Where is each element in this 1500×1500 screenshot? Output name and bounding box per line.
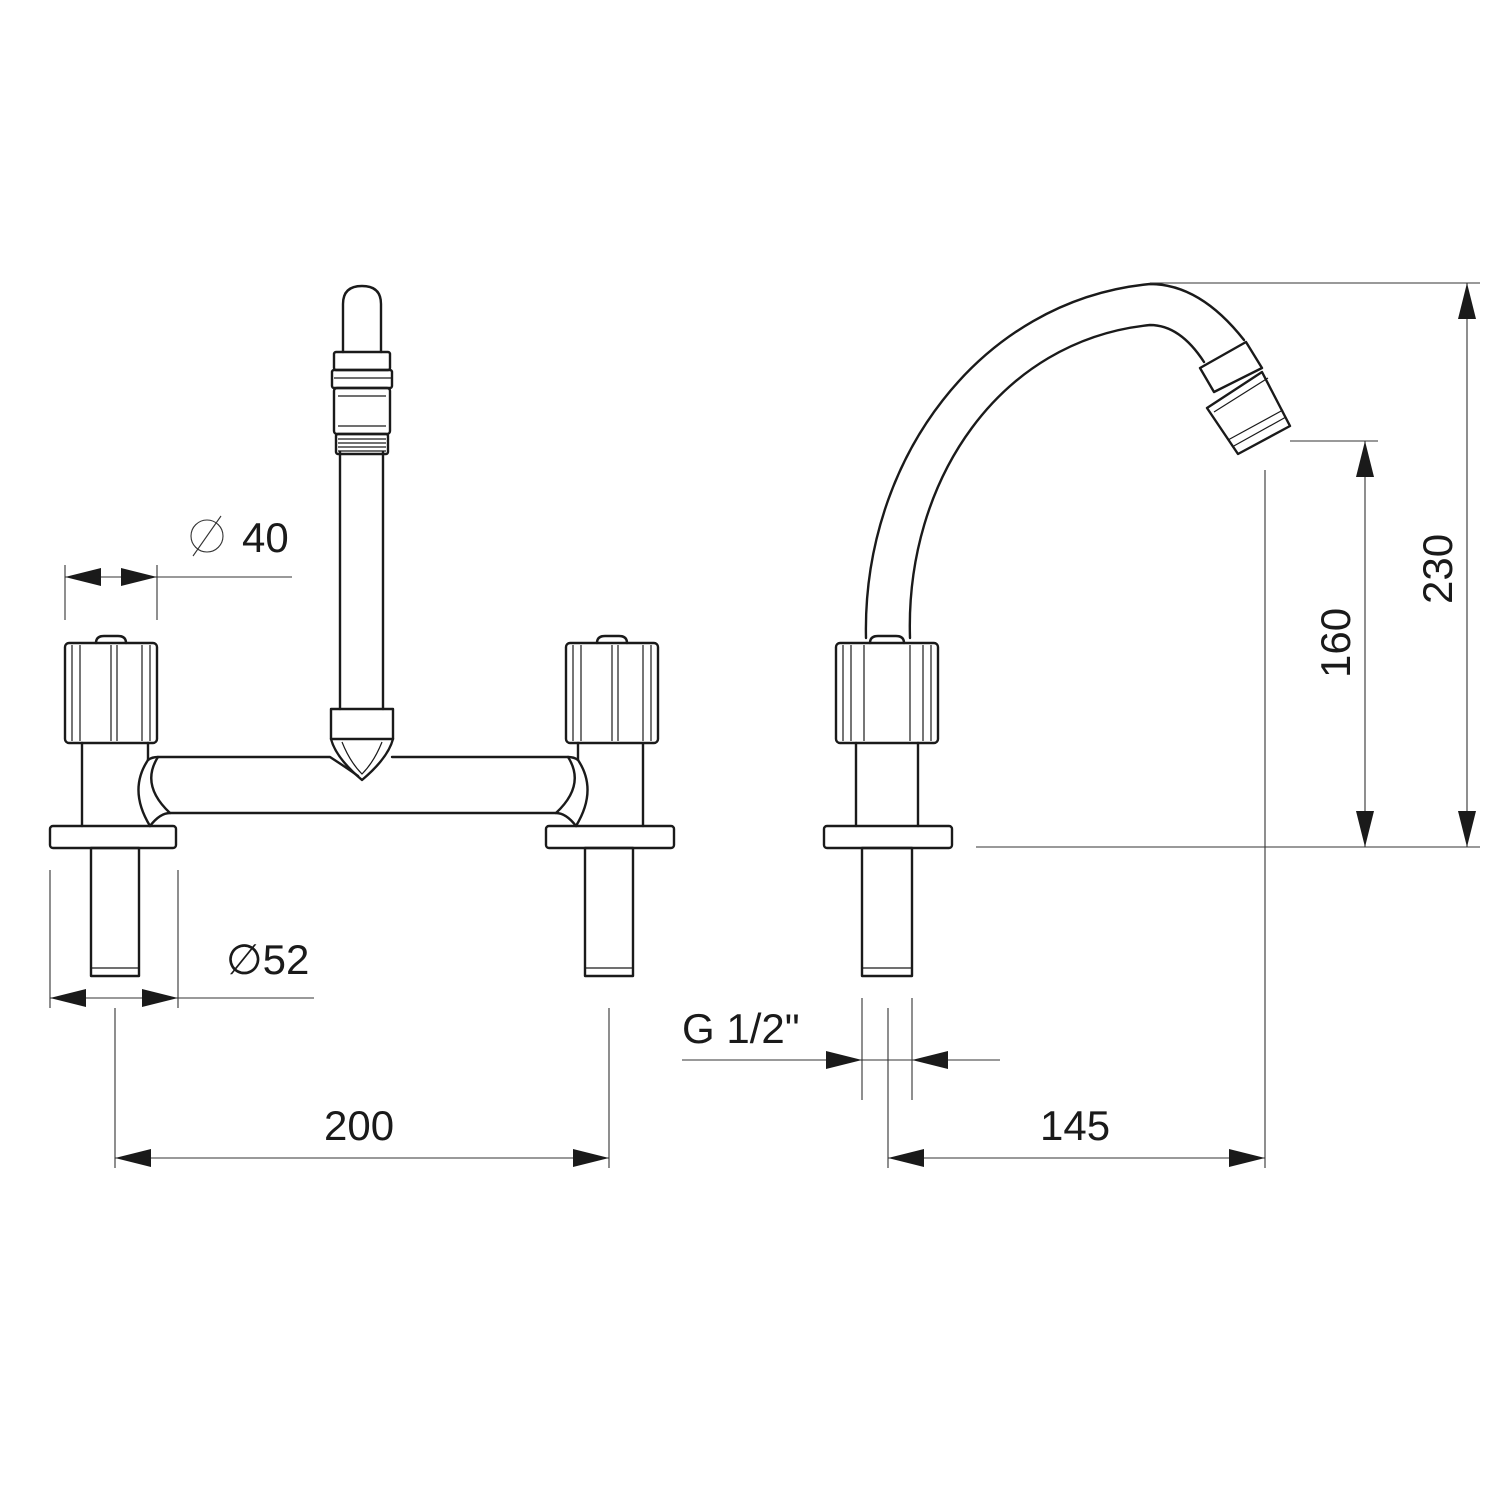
diameter-symbol-icon [190,515,224,557]
front-spout-tip [341,284,383,354]
spout-riser [338,450,385,711]
thread-label: G 1/2" [682,1005,800,1052]
side-flange [822,824,954,850]
left-shank [89,846,141,978]
right-valve-body [574,741,645,828]
spout-base [329,707,395,782]
front-aerator [330,350,394,456]
left-valve-body [80,741,152,828]
center-distance-label: 200 [324,1102,394,1149]
dimension-knob-diameter: 40 [64,514,292,620]
flange-diameter-label: ∅52 [226,936,309,983]
right-flange [544,824,676,850]
outlet-height-label: 160 [1312,608,1359,678]
dimension-overall-height: 230 [1150,282,1480,847]
right-shank [583,846,635,978]
left-flange [48,824,178,850]
side-shank [860,846,914,978]
spout-reach-label: 145 [1040,1102,1110,1149]
swan-neck-spout [864,282,1246,640]
side-handle-knob [834,634,940,745]
knob-diameter-label: 40 [242,514,289,561]
overall-height-label: 230 [1414,534,1461,604]
right-handle-knob [564,634,660,745]
dimension-outlet-height: 160 [976,440,1480,848]
side-view [822,282,1292,978]
dimension-center-distance: 200 [114,1008,610,1168]
dimension-spout-reach: 145 [887,470,1266,1168]
side-valve-body [854,741,920,828]
left-handle-knob [63,634,159,745]
bridge-pipe [146,755,580,828]
dimension-thread: G 1/2" [682,998,1000,1100]
dimension-flange-diameter: ∅52 [49,870,314,1008]
front-view [48,284,676,978]
side-aerator [1198,340,1292,456]
